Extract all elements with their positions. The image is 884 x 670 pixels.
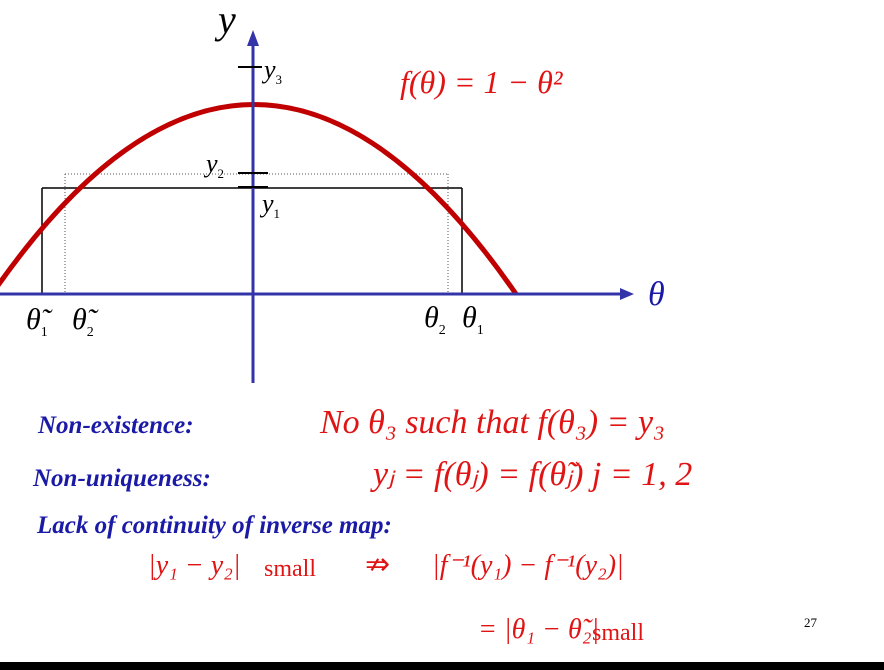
continuity-line2-lhs: = |θ₁ − θ̃₂|: [478, 614, 600, 645]
function-label: f(θ) = 1 − θ²: [400, 64, 563, 100]
function-diagram: [0, 30, 634, 383]
continuity-line1-rhs: |f⁻¹(y₁) − f⁻¹(y₂)|: [432, 550, 624, 581]
continuity-line2-small: small: [592, 620, 644, 646]
theta2-label: θ2: [424, 301, 446, 338]
y2-label: y2: [206, 149, 225, 182]
y1-label: y1: [262, 189, 281, 222]
theta1-tilde-label: θ̃1: [26, 303, 48, 340]
parabola-curve: [0, 102, 519, 296]
theta-axis-label: θ: [648, 276, 665, 313]
continuity-line1-small: small: [264, 556, 316, 582]
theta2-tilde-label: θ̃2: [72, 303, 94, 340]
bottom-bar: [0, 662, 884, 670]
y3-label: y3: [264, 55, 283, 88]
y-axis-arrow: [247, 30, 259, 46]
page-number: 27: [804, 615, 817, 630]
dotted-rectangle-y2: [64, 173, 449, 294]
theta1-label: θ1: [462, 301, 484, 338]
nonexistence-text: No θ₃ such that f(θ₃) = y₃: [320, 404, 665, 441]
continuity-line1-lhs: |y₁ − y₂|: [148, 550, 241, 581]
theta-axis-arrow: [620, 288, 634, 300]
nonexistence-title: Non-existence:: [38, 412, 194, 439]
nonuniqueness-title: Non-uniqueness:: [33, 465, 211, 492]
y-axis-label: y: [218, 0, 236, 42]
not-implies-symbol: ⇏: [365, 547, 391, 582]
nonuniqueness-text: yⱼ = f(θⱼ) = f(θ̃ⱼ) j = 1, 2: [373, 456, 693, 493]
continuity-title: Lack of continuity of inverse map:: [37, 512, 392, 539]
